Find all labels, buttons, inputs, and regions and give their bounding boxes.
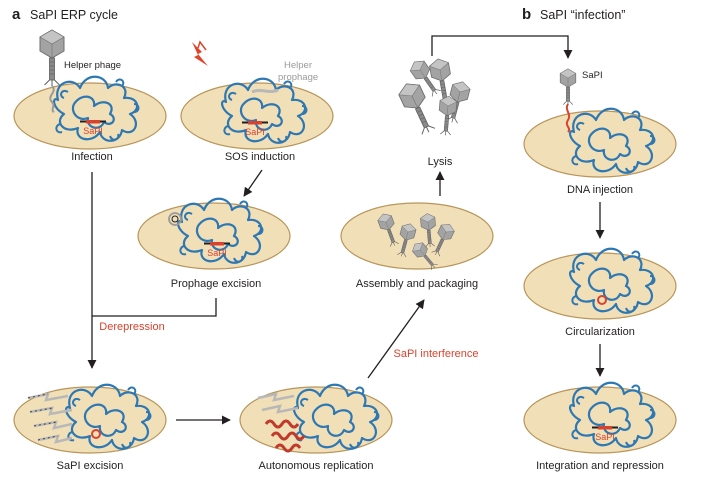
cell-dna-injection bbox=[523, 103, 677, 178]
panel-a-letter: a bbox=[12, 6, 21, 23]
label-sapi-excision: SaPI excision bbox=[56, 460, 124, 472]
helper-prophage-label-2: prophage bbox=[278, 72, 319, 83]
panel-b-title: SaPI “infection” bbox=[540, 8, 626, 22]
cell-infection bbox=[13, 75, 167, 150]
sapi-label-infection: SaPI bbox=[83, 126, 103, 136]
arrow-derepression-path bbox=[92, 298, 217, 317]
cell-integration-repression bbox=[523, 381, 677, 454]
sapi-label-sos: SaPI bbox=[245, 127, 265, 137]
helper-phage-label: Helper phage bbox=[64, 60, 122, 71]
cell-sapi-excision bbox=[13, 383, 167, 454]
helper-prophage-label-1: Helper bbox=[284, 60, 312, 71]
cell-sos-induction bbox=[180, 77, 334, 150]
cell-circularization bbox=[523, 247, 677, 320]
sapi-phage-label: SaPI bbox=[582, 70, 603, 81]
arrow-interference bbox=[367, 299, 425, 379]
lightning-icon bbox=[192, 40, 208, 66]
arrows bbox=[87, 35, 605, 425]
panel-b-letter: b bbox=[522, 6, 532, 23]
cell-prophage-excision bbox=[137, 197, 291, 270]
label-circularization: Circularization bbox=[565, 326, 635, 338]
sapi-label-prophage: SaPI bbox=[207, 248, 227, 258]
sapi-phage-graphic bbox=[559, 68, 577, 106]
label-assembly-packaging: Assembly and packaging bbox=[355, 278, 479, 290]
arrow-lysis-to-infection bbox=[431, 35, 573, 59]
label-derepression: Derepression bbox=[99, 321, 165, 333]
label-lysis: Lysis bbox=[427, 156, 453, 168]
sapi-label-integration: SaPI bbox=[595, 432, 615, 442]
label-sos-induction: SOS induction bbox=[224, 151, 296, 163]
label-sapi-interference: SaPI interference bbox=[393, 348, 479, 360]
label-integration-repression: Integration and repression bbox=[536, 460, 664, 472]
cell-assembly-packaging bbox=[340, 202, 494, 273]
panel-a-title: SaPI ERP cycle bbox=[30, 8, 119, 22]
cell-autonomous-replication bbox=[239, 383, 393, 454]
label-prophage-excision: Prophage excision bbox=[170, 278, 262, 290]
helper-phage-graphic bbox=[39, 29, 65, 113]
arrow-sos-to-prophage bbox=[243, 169, 263, 197]
label-infection: Infection bbox=[71, 151, 113, 163]
label-dna-injection: DNA injection bbox=[566, 184, 634, 196]
lysis-phages bbox=[395, 56, 472, 138]
label-autonomous-replication: Autonomous replication bbox=[258, 460, 374, 472]
